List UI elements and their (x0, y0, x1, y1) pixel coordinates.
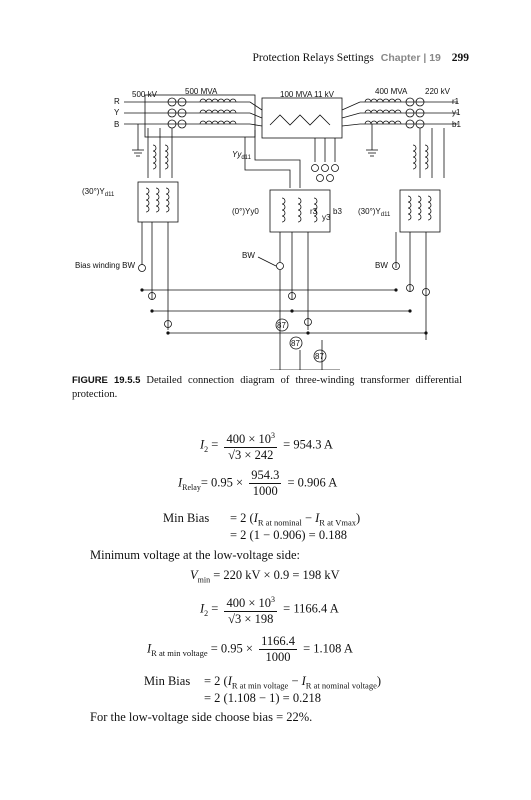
header-chapter: Chapter | 19 (380, 52, 441, 64)
label-r3: r3 (310, 207, 318, 216)
label-bw-mid: BW (242, 251, 255, 260)
equation-vmin: Vmin = 220 kV × 0.9 = 198 kV (190, 568, 340, 585)
figure-number: FIGURE 19.5.5 (72, 375, 141, 386)
label-y3: y3 (322, 213, 331, 222)
label-bw-right: BW (375, 261, 388, 270)
label-phase-r1: r1 (452, 97, 460, 106)
label-phase-y1: y1 (452, 108, 461, 117)
equation-min-bias-1: Min Bias = 2 (IR at nominal − IR at Vmax… (163, 511, 361, 542)
label-ct-right: (30°)Yd11 (358, 207, 391, 218)
equation-i2-lv: I2 = 400 × 103√3 × 198 = 1166.4 A (200, 592, 339, 627)
page-number: 299 (451, 52, 469, 64)
relay-87-2: 87 (291, 339, 300, 348)
label-hv-mva: 500 MVA (185, 87, 218, 96)
label-hv-kv: 500 kV (132, 90, 158, 99)
label-mid-rating: 100 MVA 11 kV (280, 90, 335, 99)
label-phase-y: Y (114, 108, 120, 117)
equation-i2-hv: I2 = 400 × 103√3 × 242 = 954.3 A (200, 428, 333, 463)
text-choose-bias: For the low-voltage side choose bias = 2… (90, 710, 313, 724)
label-ct-left: (30°)Yd11 (82, 187, 115, 198)
label-phase-b1: b1 (452, 120, 461, 129)
header-title: Protection Relays Settings (252, 52, 374, 64)
equation-min-bias-2: Min Bias = 2 (IR at min voltage − IR at … (144, 674, 382, 705)
label-phase-b: B (114, 120, 119, 129)
label-b3: b3 (333, 207, 342, 216)
relay-87-1: 87 (277, 321, 286, 330)
caption-text: Detailed connection diagram of three-win… (72, 375, 462, 400)
label-vector-group: Yyd11 (232, 150, 252, 161)
label-lv-kv: 220 kV (425, 87, 451, 96)
label-lv-mva: 400 MVA (375, 87, 408, 96)
label-phase-r: R (114, 97, 120, 106)
running-header: Protection Relays Settings Chapter | 19 … (252, 52, 469, 64)
relay-87-3: 87 (315, 352, 324, 361)
label-bias-winding: Bias winding BW (75, 261, 135, 270)
text-min-voltage: Minimum voltage at the low-voltage side: (90, 548, 301, 562)
connection-diagram: 500 kV 500 MVA 100 MVA 11 kV 400 MVA 220… (75, 87, 461, 370)
label-ct-mid: (0°)Yy0 (232, 207, 259, 216)
